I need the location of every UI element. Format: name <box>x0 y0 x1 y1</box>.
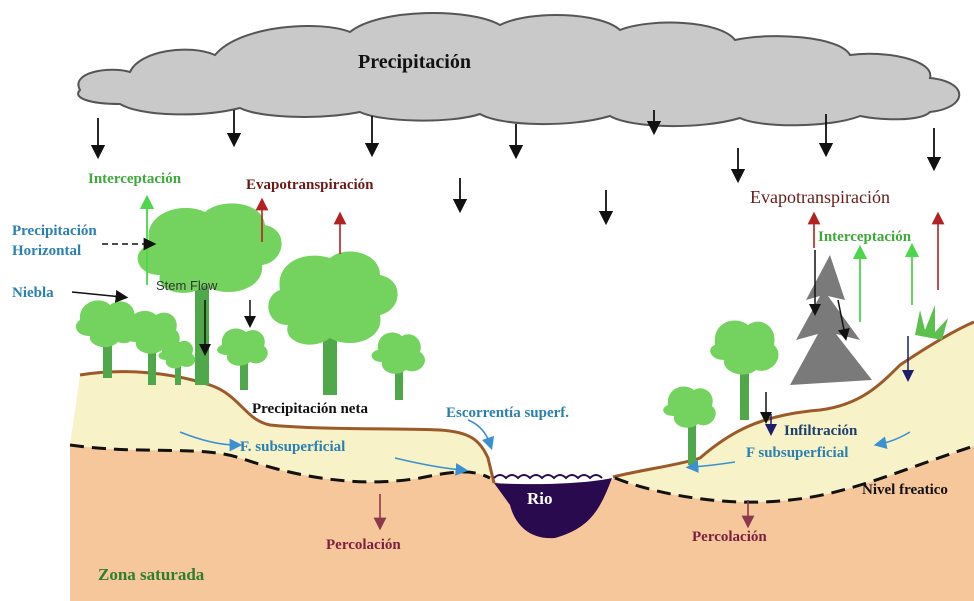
subsurface-flow-label-right: F subsuperficial <box>746 446 848 462</box>
river-label: Rio <box>527 490 553 508</box>
interception-label-left: Interceptación <box>88 172 181 188</box>
saturated-zone-label: Zona saturada <box>98 566 204 584</box>
net-precipitation-label: Precipitación neta <box>252 402 368 418</box>
horizontal-precipitation-label-line2: Horizontal <box>12 244 81 260</box>
surface-runoff-label: Escorrentía superf. <box>446 406 569 422</box>
evapotranspiration-label-right: Evapotranspiración <box>750 188 890 207</box>
cloud <box>78 13 959 126</box>
fog-label: Niebla <box>12 286 54 302</box>
infiltration-label: Infiltración <box>784 424 857 440</box>
river-waves <box>494 475 602 478</box>
stem-flow-label: Stem Flow <box>156 279 217 293</box>
precipitation-label: Precipitación <box>358 52 471 73</box>
fog-arrows <box>72 244 150 297</box>
evapotranspiration-label-left: Evapotranspiración <box>246 178 374 194</box>
horizontal-precipitation-label-line1: Precipitación <box>12 224 97 240</box>
percolation-label-right: Percolación <box>692 530 767 546</box>
percolation-label-left: Percolación <box>326 538 401 554</box>
water-table-label: Nivel freatico <box>862 483 948 499</box>
subsurface-flow-label-left: F. subsuperficial <box>240 440 345 456</box>
interception-label-right: Interceptación <box>818 230 911 246</box>
